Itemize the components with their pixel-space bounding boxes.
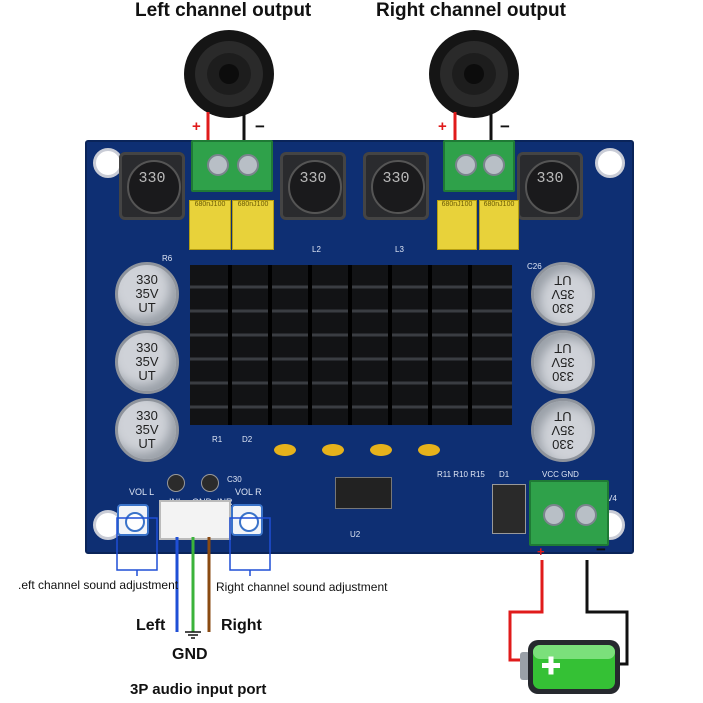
silk-vcc-gnd: VCC GND bbox=[542, 470, 579, 479]
yellow-capacitor bbox=[274, 444, 296, 456]
right-output-terminal[interactable] bbox=[443, 140, 515, 192]
film-capacitor: 680nJ100 bbox=[479, 200, 519, 250]
inductor: 330 bbox=[517, 152, 583, 220]
inductor: 330 bbox=[363, 152, 429, 220]
power-terminal[interactable] bbox=[529, 480, 609, 546]
silk-vol-r: VOL R bbox=[235, 487, 262, 497]
right-speaker-icon bbox=[429, 30, 519, 118]
electrolytic-capacitor: 330 35V UT bbox=[115, 262, 179, 326]
right-wire-label: Right bbox=[221, 617, 262, 634]
small-capacitor bbox=[167, 474, 185, 492]
right-channel-output-title: Right channel output bbox=[376, 0, 566, 21]
battery-icon bbox=[520, 640, 620, 694]
film-capacitor: 680nJ100 bbox=[189, 200, 231, 250]
silk-vol-l: VOL L bbox=[129, 487, 155, 497]
mount-hole bbox=[595, 148, 625, 178]
diode-d1 bbox=[492, 484, 526, 534]
silk-r6: R6 bbox=[162, 254, 173, 263]
power-minus-sign: − bbox=[596, 540, 606, 559]
inductor: 330 bbox=[119, 152, 185, 220]
left-volume-pot[interactable] bbox=[117, 504, 149, 536]
silk-v4: V4 bbox=[607, 494, 617, 503]
right-volume-pot[interactable] bbox=[231, 504, 263, 536]
yellow-capacitor bbox=[322, 444, 344, 456]
ic-chip bbox=[335, 477, 392, 509]
electrolytic-capacitor: 330 35V UT bbox=[115, 330, 179, 394]
left-output-terminal[interactable] bbox=[191, 140, 273, 192]
yellow-capacitor bbox=[370, 444, 392, 456]
electrolytic-capacitor: 330 35V UT bbox=[115, 398, 179, 462]
heatsink-fins bbox=[190, 265, 512, 425]
silk-u2: U2 bbox=[350, 530, 361, 539]
right-minus-sign: − bbox=[500, 117, 510, 136]
small-capacitor bbox=[201, 474, 219, 492]
gnd-wire-label: GND bbox=[172, 646, 208, 663]
right-plus-sign: + bbox=[438, 118, 447, 135]
silk-d2: D2 bbox=[242, 435, 253, 444]
film-capacitor: 680nJ100 bbox=[232, 200, 274, 250]
silk-r11-r10-r15: R11 R10 R15 bbox=[437, 470, 485, 479]
silk-l3: L3 bbox=[395, 245, 404, 254]
inductor: 330 bbox=[280, 152, 346, 220]
left-adjust-annotation: .eft channel sound adjustment bbox=[18, 578, 179, 592]
amplifier-board: 330 330 330 330 L2 L3 680nJ100 680nJ100 … bbox=[85, 140, 634, 554]
left-channel-output-title: Left channel output bbox=[135, 0, 312, 21]
left-minus-sign: − bbox=[255, 117, 265, 136]
silk-c26: C26 bbox=[527, 262, 542, 271]
right-adjust-annotation: Right channel sound adjustment bbox=[216, 580, 388, 594]
left-speaker-icon bbox=[184, 30, 274, 118]
silk-d1: D1 bbox=[499, 470, 510, 479]
film-capacitor: 680nJ100 bbox=[437, 200, 477, 250]
mount-hole bbox=[93, 148, 123, 178]
silk-l2: L2 bbox=[312, 245, 321, 254]
input-port-label: 3P audio input port bbox=[130, 681, 267, 698]
yellow-capacitor bbox=[418, 444, 440, 456]
left-plus-sign: + bbox=[192, 118, 201, 135]
audio-input-connector[interactable] bbox=[159, 500, 231, 540]
left-wire-label: Left bbox=[136, 617, 166, 634]
power-plus-sign: + bbox=[537, 544, 545, 559]
silk-r1: R1 bbox=[212, 435, 223, 444]
silk-c30: C30 bbox=[227, 475, 242, 484]
